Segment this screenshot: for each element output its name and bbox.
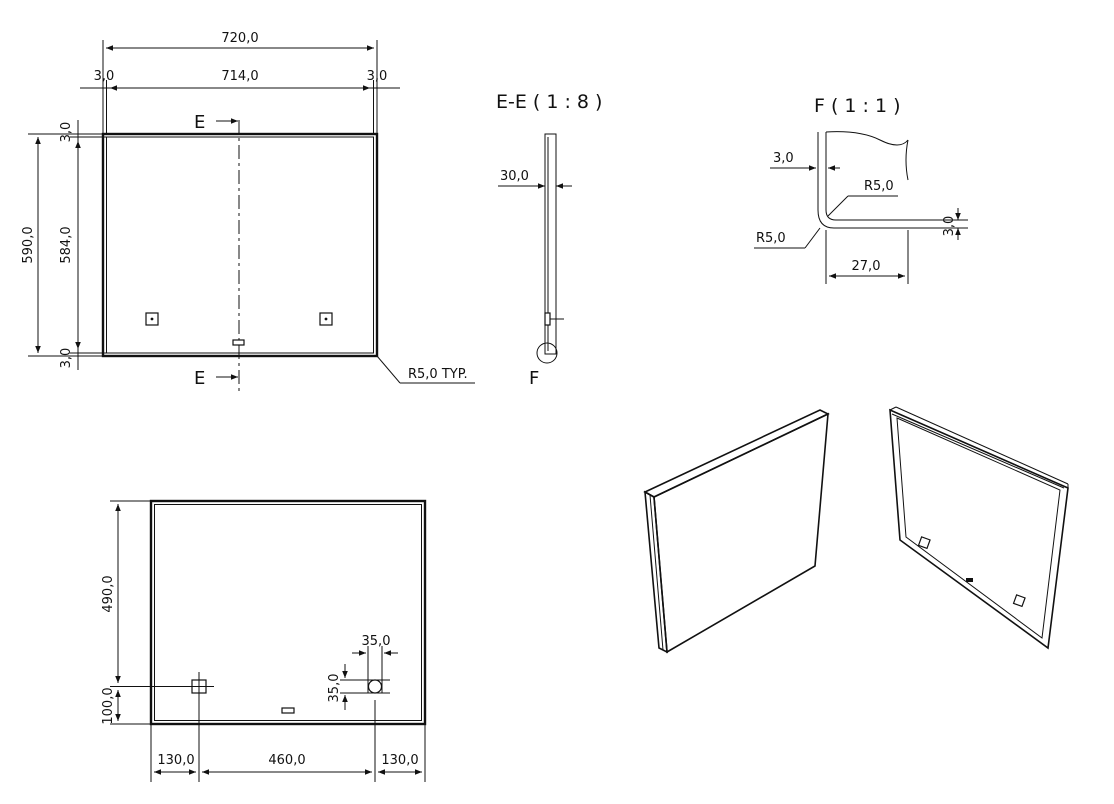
iso-back-view	[889, 406, 1069, 650]
corner-radius-leader	[376, 355, 401, 384]
dim-width-inner-label: 714,0	[221, 69, 258, 84]
section-profile	[544, 133, 557, 355]
back-view: 490,0 100,0 35,0 35,0 130,0 460,0 130,0	[101, 499, 427, 782]
dim-height-upper-label: 490,0	[101, 575, 116, 612]
section-ee-view: E-E ( 1 : 8 ) 30,0 F	[496, 91, 602, 389]
dim-left-offset-label: 3,0	[94, 69, 115, 84]
dim-bracket-width-label: 35,0	[362, 634, 391, 649]
dim-spacing-right-label: 130,0	[381, 753, 418, 768]
corner-radius-note: R5,0 TYP.	[408, 367, 468, 382]
iso-back-outer	[889, 408, 1069, 650]
iso-front-view	[643, 409, 830, 654]
dim-bottom-offset-label: 3,0	[59, 348, 74, 369]
section-marker-bottom: E	[194, 368, 205, 389]
dim-width-total-label: 720,0	[221, 31, 258, 46]
switch-slot	[232, 339, 245, 346]
detail-f-view: F ( 1 : 1 ) 3,0 R5,0 R5,0 3,0 27,0	[754, 95, 968, 284]
front-outer-frame	[101, 132, 379, 358]
front-inner-frame	[106, 136, 374, 354]
section-ee-title: E-E ( 1 : 8 )	[496, 91, 602, 113]
back-holder-right	[367, 679, 383, 694]
dim-radius-inner-label: R5,0	[756, 231, 786, 246]
dim-spacing-left-label: 130,0	[157, 753, 194, 768]
back-inner-frame	[154, 504, 422, 721]
back-switch-slot	[281, 707, 295, 714]
dim-bracket-height-label: 35,0	[327, 674, 342, 703]
dim-radius-outer-label: R5,0	[864, 179, 894, 194]
dim-height-inner-label: 584,0	[59, 226, 74, 263]
iso-back-holder-right	[1012, 594, 1026, 608]
dim-thickness-label: 30,0	[500, 169, 529, 184]
dim-height-lower-label: 100,0	[101, 687, 116, 724]
dim-right-offset-label: 3,0	[367, 69, 388, 84]
iso-back-switch	[966, 578, 973, 582]
detail-f-title: F ( 1 : 1 )	[814, 95, 901, 117]
dim-top-offset-label: 3,0	[59, 122, 74, 143]
detail-wall-outer	[817, 132, 908, 229]
back-outer-frame	[149, 499, 427, 726]
dim-wall-thickness-label: 3,0	[773, 151, 794, 166]
front-view: R5,0 TYP. E E 720,0 714,0 3,0 3,0 590,0	[21, 31, 475, 392]
dim-height-total-label: 590,0	[21, 226, 36, 263]
detail-f-marker: F	[529, 368, 539, 389]
dim-flange-thickness-label: 3,0	[942, 216, 957, 237]
section-marker-top: E	[194, 112, 205, 133]
dim-spacing-middle-label: 460,0	[268, 753, 305, 768]
iso-back-holder-left	[917, 536, 931, 550]
detail-f-circle	[536, 342, 558, 364]
iso-front-face	[653, 412, 829, 654]
detail-wall-inner	[825, 132, 908, 221]
dim-flange-length-label: 27,0	[852, 259, 881, 274]
